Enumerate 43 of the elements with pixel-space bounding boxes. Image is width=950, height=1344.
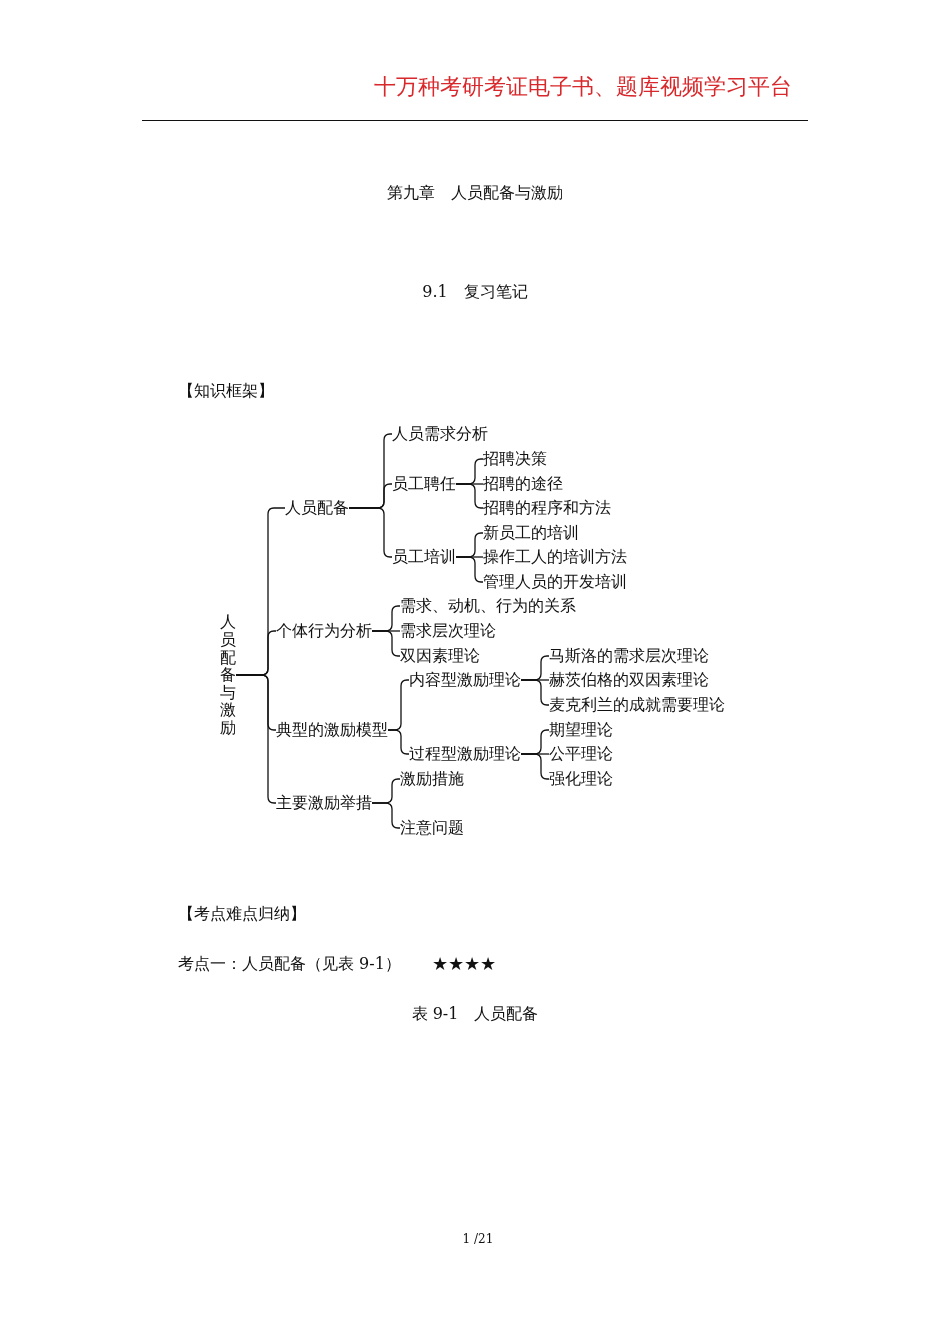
branch-topic: 公平理论 — [549, 744, 613, 764]
branch-topic: 操作工人的培训方法 — [483, 547, 627, 567]
brace-connector — [520, 753, 550, 780]
platform-slogan: 十万种考研考证电子书、题库视频学习平台 — [374, 73, 792, 101]
branch-topic: 赫茨伯格的双因素理论 — [549, 670, 709, 690]
section-label: 【考点难点归纳】 — [178, 903, 306, 925]
branch-topic: 过程型激励理论 — [409, 744, 521, 764]
brace-connector — [455, 483, 484, 509]
star-rating: ★★★★ — [432, 952, 496, 976]
central-topic: 人员配备与激励 — [220, 613, 236, 737]
branch-topic: 需求层次理论 — [400, 621, 496, 641]
branch-topic: 麦克利兰的成就需要理论 — [549, 695, 725, 715]
branch-topic: 管理人员的开发培训 — [483, 572, 627, 592]
branch-topic: 招聘决策 — [483, 449, 547, 469]
branch-topic: 期望理论 — [549, 720, 613, 740]
branch-topic: 人员配备 — [285, 498, 349, 518]
branch-topic: 注意问题 — [400, 818, 464, 838]
branch-topic: 马斯洛的需求层次理论 — [549, 646, 709, 666]
branch-topic: 主要激励举措 — [276, 793, 372, 813]
branch-topic: 员工培训 — [392, 547, 456, 567]
table-caption: 表 9-1 人员配备 — [411, 1003, 539, 1025]
brace-connector — [387, 729, 410, 755]
branch-topic: 需求、动机、行为的关系 — [400, 596, 576, 616]
branch-topic: 双因素理论 — [400, 646, 480, 666]
branch-topic: 招聘的途径 — [483, 474, 563, 494]
key-point-text: 考点一：人员配备（见表 9-1） — [178, 953, 401, 975]
branch-topic: 典型的激励模型 — [276, 720, 388, 740]
brace-connector — [455, 556, 484, 583]
brace-connector — [371, 802, 401, 829]
brace-connector — [371, 630, 401, 657]
branch-topic: 招聘的程序和方法 — [483, 498, 611, 518]
branch-topic: 人员需求分析 — [392, 424, 488, 444]
branch-topic: 激励措施 — [400, 769, 464, 789]
chapter-title: 第九章 人员配备与激励 — [387, 183, 563, 203]
branch-topic: 员工聘任 — [392, 474, 456, 494]
page-number: 1 /21 — [462, 1232, 494, 1248]
branch-topic: 内容型激励理论 — [409, 670, 521, 690]
branch-topic: 强化理论 — [549, 769, 613, 789]
branch-topic: 个体行为分析 — [276, 621, 372, 641]
branch-topic: 新员工的培训 — [483, 523, 579, 543]
section-label: 【知识框架】 — [178, 380, 274, 402]
brace-connector — [520, 679, 550, 706]
section-heading: 9.1 复习笔记 — [422, 281, 528, 303]
